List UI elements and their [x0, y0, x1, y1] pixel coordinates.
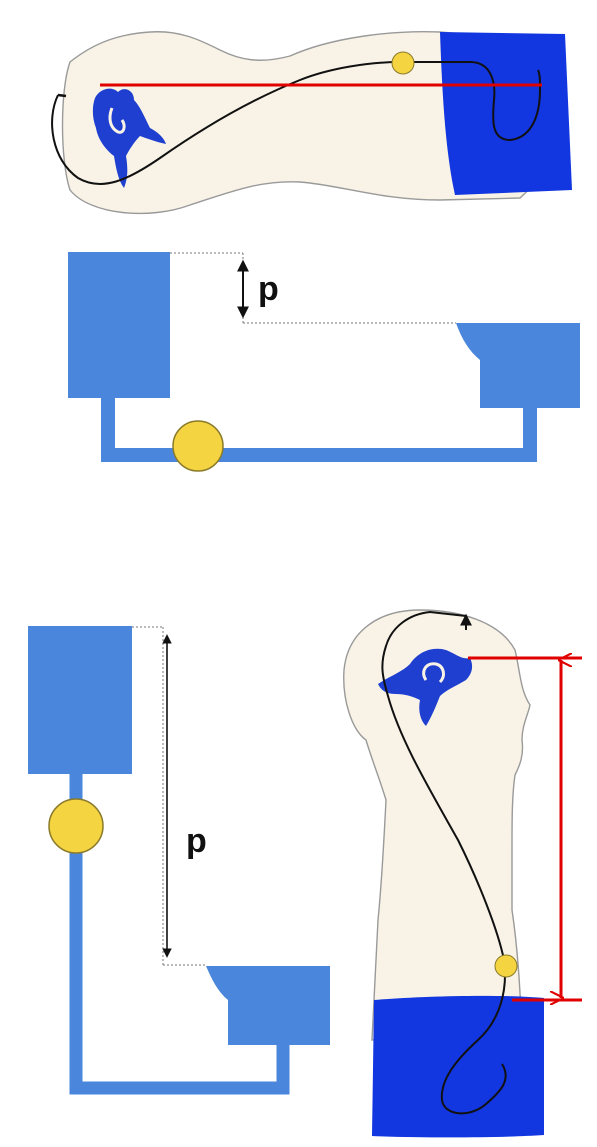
lying-body-silhouette: [61, 31, 561, 215]
bottom-left-reservoir: [28, 626, 132, 774]
bottom-valve-icon: [48, 798, 104, 854]
top-connecting-tube: [101, 398, 537, 462]
standing-patient: [343, 609, 544, 1138]
bottom-pressure-label: p: [186, 822, 207, 860]
lying-catheter-tip: [57, 93, 67, 98]
standing-body-silhouette: [343, 609, 531, 1041]
vertical-system: p: [28, 626, 330, 1095]
lying-abdomen-peritoneum: [440, 32, 572, 195]
bottom-connecting-tube: [69, 774, 290, 1095]
standing-ventricle-highlight: [422, 662, 445, 684]
standing-abdomen-peritoneum: [372, 995, 544, 1138]
lying-patient: [51, 31, 572, 215]
horizontal-system: p: [68, 252, 580, 472]
standing-valve-icon: [494, 954, 518, 978]
standing-catheter: [381, 610, 507, 1115]
bottom-right-reservoir: [206, 966, 330, 1045]
height-difference-indicator: [468, 658, 582, 1000]
top-valve-icon: [172, 420, 224, 472]
lying-valve-icon: [391, 51, 415, 75]
top-left-reservoir: [68, 252, 170, 398]
lying-ventricle-highlight: [108, 107, 126, 134]
top-right-reservoir: [456, 323, 580, 408]
lying-catheter: [51, 61, 542, 186]
top-pressure-label: p: [258, 270, 279, 308]
standing-ventricle-icon: [378, 648, 473, 726]
